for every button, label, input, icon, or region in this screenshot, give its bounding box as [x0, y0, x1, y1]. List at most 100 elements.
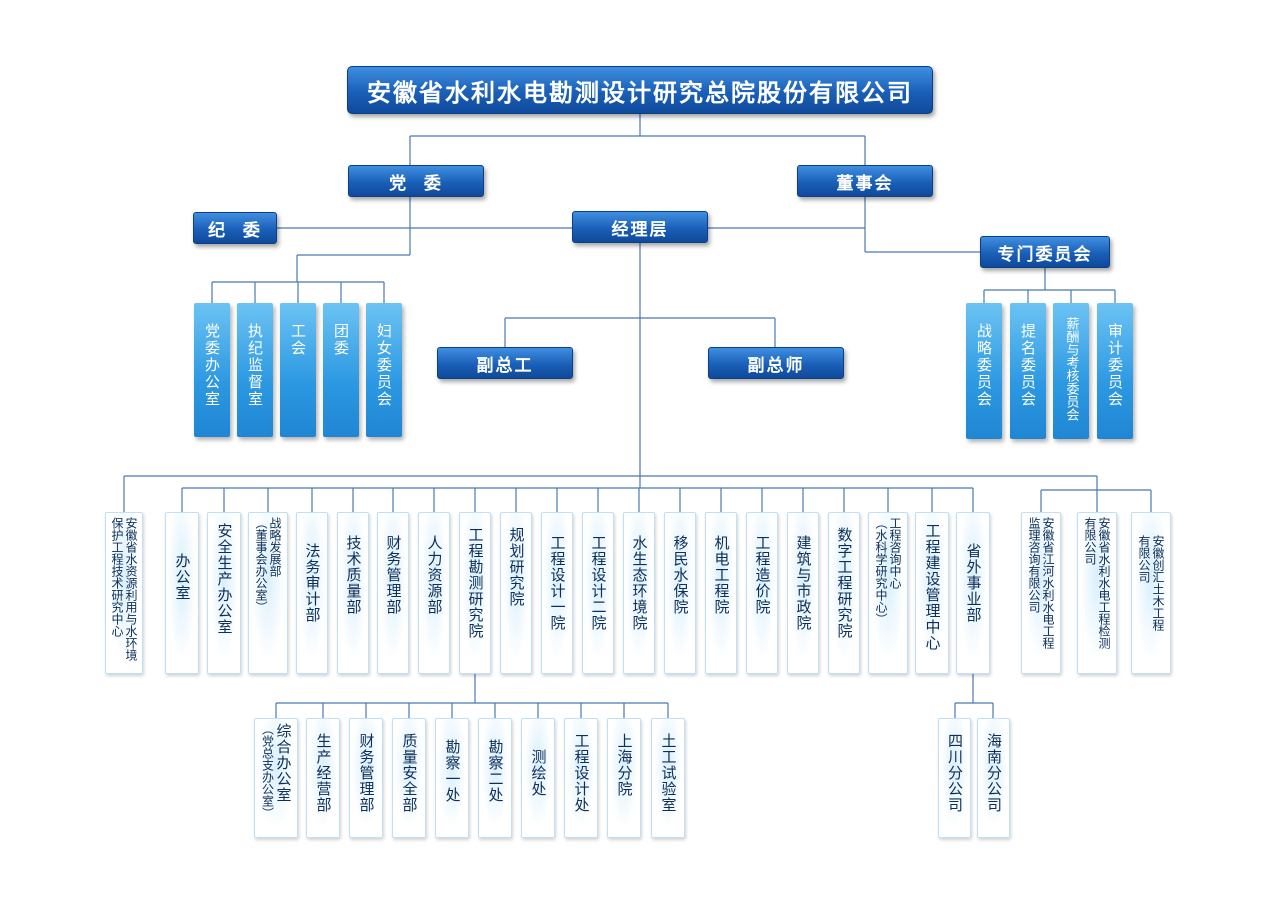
- party-committee-label: 党 委: [389, 173, 443, 194]
- department-label: 保护工程技术研究中心: [110, 517, 124, 637]
- subsidiary-box: 监理咨询有限公司安徽省江河水利水电工程: [1021, 512, 1061, 674]
- department-box: 办公室: [165, 512, 199, 674]
- subsidiary-box: 有限公司安徽省水利水电工程检测: [1077, 512, 1117, 674]
- discipline-committee-label: 纪 委: [208, 220, 262, 241]
- department-box: 机电工程院: [705, 512, 737, 674]
- department-label: 移民水保院: [671, 535, 690, 615]
- branch-box: 海南分公司: [977, 718, 1010, 838]
- committee-unit: 提名委员会: [1010, 303, 1046, 439]
- department-box: （水科学研究中心）工程咨询中心: [868, 512, 908, 674]
- party-unit: 党委办公室: [194, 303, 230, 437]
- committee-unit: 审计委员会: [1097, 303, 1133, 439]
- survey-unit-label: 勘察二处: [486, 739, 505, 803]
- department-box: 水生态环境院: [623, 512, 655, 674]
- department-box: 技术质量部: [337, 512, 369, 674]
- company-title-box: 安徽省水利水电勘测设计研究总院股份有限公司: [347, 66, 933, 114]
- party-unit-label: 团委: [332, 323, 350, 357]
- department-box: 工程造价院: [746, 512, 778, 674]
- subsidiary-label: 有限公司: [1083, 517, 1097, 565]
- subsidiary-label: 监理咨询有限公司: [1027, 517, 1041, 613]
- survey-unit-box: 工程设计处: [564, 718, 598, 838]
- department-label: 工程勘测研究院: [466, 527, 485, 639]
- party-unit-label: 妇女委员会: [375, 323, 393, 408]
- department-box: 法务审计部: [296, 512, 328, 674]
- department-label: 建筑与市政院: [794, 535, 813, 631]
- department-box: （董事会办公室）战略发展部: [248, 512, 288, 674]
- department-box: 人力资源部: [418, 512, 450, 674]
- department-label: 工程设计一院: [548, 535, 567, 631]
- survey-unit-label: 生产经营部: [314, 733, 333, 813]
- survey-unit-box: （党总支办公室）综合办公室: [254, 718, 298, 838]
- board-box: 董事会: [797, 165, 933, 197]
- party-unit: 妇女委员会: [366, 303, 402, 437]
- management-label: 经理层: [611, 219, 669, 240]
- department-label: 财务管理部: [384, 535, 403, 615]
- department-label: 水生态环境院: [630, 535, 649, 631]
- subsidiary-box: 有限公司安徽创汇土木工程: [1131, 512, 1171, 674]
- party-unit: 执纪监督室: [237, 303, 273, 437]
- survey-unit-label: 上海分院: [615, 733, 634, 797]
- department-label: （水科学研究中心）: [874, 517, 888, 625]
- survey-unit-label: 综合办公室: [274, 723, 293, 803]
- subsidiary-label: 安徽省水利水电工程检测: [1097, 517, 1111, 649]
- survey-unit-label: 工程设计处: [572, 733, 591, 813]
- department-label: 机电工程院: [712, 535, 731, 615]
- survey-unit-box: 质量安全部: [392, 718, 426, 838]
- management-box: 经理层: [572, 211, 708, 243]
- party-unit: 团委: [323, 303, 359, 437]
- company-title: 安徽省水利水电勘测设计研究总院股份有限公司: [367, 78, 913, 107]
- branch-box: 四川分公司: [938, 718, 971, 838]
- committee-label: 战略委员会: [975, 323, 993, 408]
- department-label: 省外事业部: [964, 543, 983, 623]
- subsidiary-label: 有限公司: [1137, 535, 1151, 583]
- department-label: 战略发展部: [268, 517, 282, 577]
- department-box: 建筑与市政院: [787, 512, 819, 674]
- party-unit-label: 工会: [289, 323, 307, 357]
- deputy-chief-designer-label: 副总师: [747, 355, 805, 376]
- department-label: 工程建设管理中心: [923, 523, 942, 651]
- department-label: 技术质量部: [344, 535, 363, 615]
- deputy-chief-engineer-label: 副总工: [476, 355, 534, 376]
- survey-unit-box: 勘察二处: [478, 718, 512, 838]
- department-label: 工程造价院: [753, 535, 772, 615]
- survey-unit-label: 勘察一处: [443, 739, 462, 803]
- survey-unit-label: 测绘处: [529, 749, 548, 797]
- survey-unit-box: 上海分院: [607, 718, 641, 838]
- committee-label: 薪酬与考核委员会: [1063, 317, 1079, 421]
- department-box: 保护工程技术研究中心安徽省水资源利用与水环境: [105, 512, 143, 674]
- department-label: 数字工程研究院: [835, 527, 854, 639]
- survey-unit-box: 测绘处: [521, 718, 555, 838]
- department-box: 财务管理部: [377, 512, 409, 674]
- department-box: 安全生产办公室: [207, 512, 241, 674]
- special-committee-box: 专门委员会: [980, 236, 1110, 268]
- department-box: 工程设计二院: [582, 512, 614, 674]
- survey-unit-box: 生产经营部: [306, 718, 340, 838]
- survey-unit-label: 质量安全部: [400, 733, 419, 813]
- survey-unit-box: 财务管理部: [349, 718, 383, 838]
- department-label: 安全生产办公室: [215, 523, 234, 635]
- branch-label: 海南分公司: [985, 733, 1003, 813]
- survey-unit-label: （党总支办公室）: [260, 723, 275, 819]
- department-label: 人力资源部: [425, 535, 444, 615]
- board-label: 董事会: [836, 173, 894, 194]
- subsidiary-label: 安徽省江河水利水电工程: [1041, 517, 1055, 649]
- department-box: 工程建设管理中心: [915, 512, 949, 674]
- department-box: 规划研究院: [500, 512, 532, 674]
- deputy-chief-designer-box: 副总师: [708, 347, 844, 379]
- party-committee-box: 党 委: [348, 165, 484, 197]
- department-label: 工程咨询中心: [888, 517, 902, 589]
- survey-unit-box: 土工试验室: [651, 718, 685, 838]
- department-box: 数字工程研究院: [828, 512, 860, 674]
- party-unit-label: 党委办公室: [203, 323, 221, 408]
- committee-label: 审计委员会: [1106, 323, 1124, 408]
- subsidiary-label: 安徽创汇土木工程: [1151, 535, 1165, 631]
- department-box: 省外事业部: [956, 512, 990, 674]
- discipline-committee-box: 纪 委: [193, 212, 277, 244]
- party-unit: 工会: [280, 303, 316, 437]
- committee-unit: 薪酬与考核委员会: [1053, 303, 1089, 439]
- survey-unit-box: 勘察一处: [435, 718, 469, 838]
- department-label: 安徽省水资源利用与水环境: [124, 517, 138, 661]
- committee-unit: 战略委员会: [966, 303, 1002, 439]
- deputy-chief-engineer-box: 副总工: [437, 347, 573, 379]
